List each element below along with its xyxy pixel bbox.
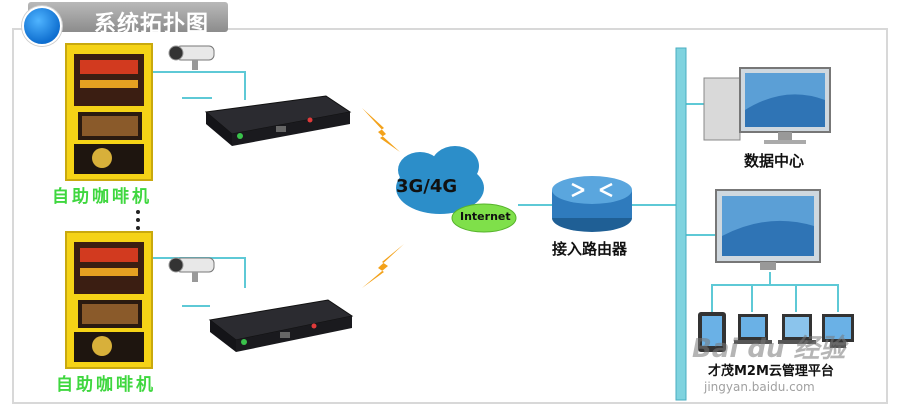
connection-lines [150,71,839,312]
watermark-url: jingyan.baidu.com [704,380,815,394]
diagram-title: 系统拓扑图 [94,12,210,37]
link-top-camera-vm [152,71,246,100]
link-platform-4 [770,284,839,312]
vending-machine-bottom-label: 自助咖啡机 [56,375,156,395]
vending-machine-bottom [65,231,153,369]
router-label: 接入路由器 [552,240,628,258]
cloud-secondary-label: Internet [460,210,511,223]
gateway-device-top [204,95,352,146]
gateway-device-bottom [208,299,354,352]
vending-machine-top [65,43,153,181]
wireless-signal-icon-top [362,108,400,152]
network-backbone [675,47,687,401]
camera-icon-bottom [168,257,215,282]
cloud-icon [396,146,517,233]
title-dot-icon [22,6,62,46]
wireless-signal-icon-bottom [362,244,404,288]
more-devices-dots [136,210,140,230]
link-platform-3 [770,284,797,312]
data-center-label: 数据中心 [744,152,805,170]
terminal-devices [698,312,854,352]
watermark-brand: Bai du 经验 [692,334,846,364]
link-platform-1 [711,272,771,312]
link-platform-2 [751,284,770,312]
cloud-primary-label: 3G/4G [396,176,458,197]
router-icon [552,176,632,232]
platform-label: 才茂M2M云管理平台 [708,364,834,379]
vending-machine-top-label: 自助咖啡机 [52,187,152,207]
data-center-computer-icon [703,67,831,144]
camera-icon-top [168,45,215,70]
platform-computer-icon [715,189,821,270]
